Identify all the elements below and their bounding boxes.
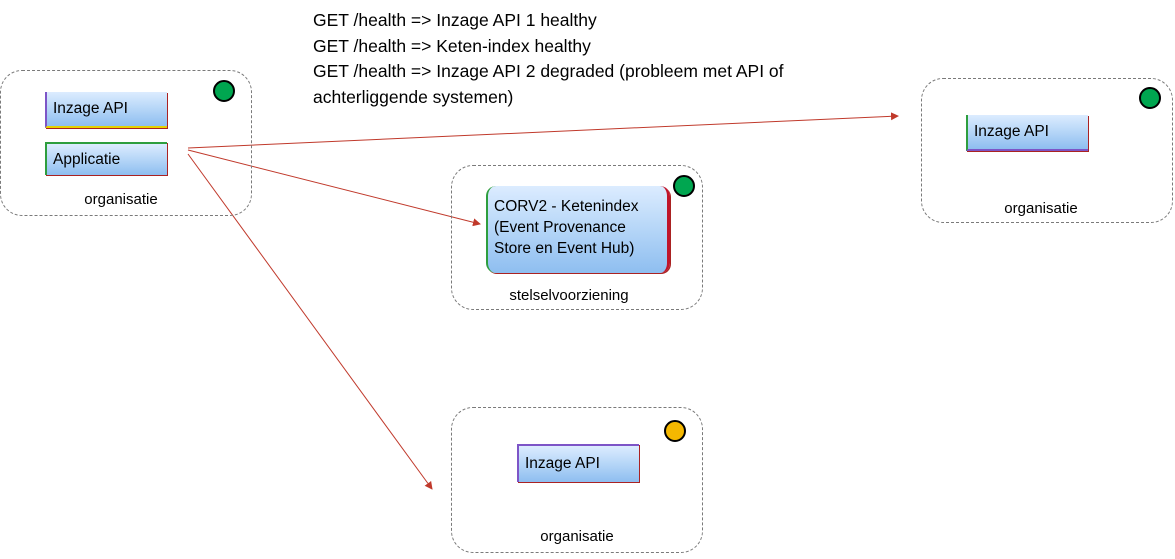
component-ketenindex[interactable]: CORV2 - Ketenindex (Event Provenance Sto… [486, 186, 670, 273]
org-label: organisatie [1004, 200, 1078, 217]
org-label: organisatie [540, 528, 614, 545]
org-bottom: Inzage API organisatie [451, 407, 703, 553]
org-label: stelselvoorziening [509, 287, 629, 304]
status-indicator-degraded [664, 420, 686, 442]
component-applicatie[interactable]: Applicatie [45, 142, 167, 175]
arrow-to-bottom-org [187, 153, 433, 490]
org-stelsel: CORV2 - Ketenindex (Event Provenance Sto… [451, 165, 703, 310]
status-indicator-healthy [673, 175, 695, 197]
note-line-3: GET /health => Inzage API 2 degraded (pr… [313, 61, 784, 107]
status-indicator-healthy [213, 80, 235, 102]
component-label: Inzage API [974, 123, 1049, 140]
component-label: Inzage API [525, 455, 600, 472]
health-notes: GET /health => Inzage API 1 healthy GET … [313, 8, 873, 110]
component-label: CORV2 - Ketenindex (Event Provenance Sto… [494, 198, 639, 257]
component-label: Applicatie [53, 150, 121, 168]
org-label: organisatie [84, 191, 158, 208]
org-right: Inzage API organisatie [921, 78, 1173, 223]
org-left: Inzage API Applicatie organisatie [0, 70, 252, 216]
component-label: Inzage API [53, 100, 128, 117]
component-inzage-api-left[interactable]: Inzage API [45, 92, 167, 128]
arrow-to-stelsel [187, 149, 481, 227]
component-inzage-api-right[interactable]: Inzage API [966, 115, 1088, 151]
note-line-2: GET /health => Keten-index healthy [313, 35, 591, 56]
arrow-to-right-org [187, 112, 899, 149]
component-inzage-api-bottom[interactable]: Inzage API [517, 444, 639, 482]
note-line-1: GET /health => Inzage API 1 healthy [313, 10, 597, 30]
status-indicator-healthy [1139, 87, 1161, 109]
